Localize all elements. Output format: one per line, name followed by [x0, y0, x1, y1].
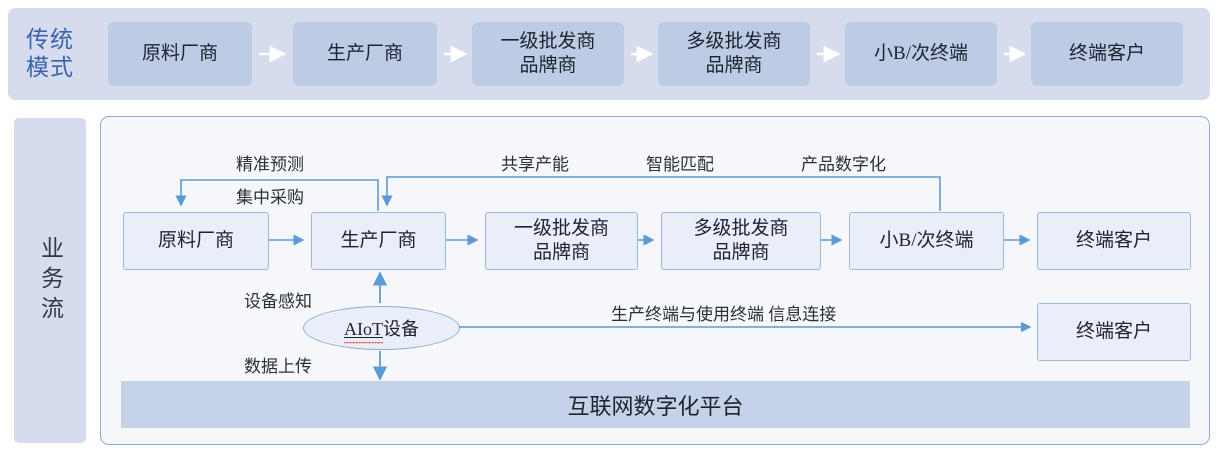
- edge-label-product-digitalization: 产品数字化: [801, 155, 886, 174]
- business-flow-label: 业务流: [14, 118, 86, 443]
- traditional-mode-label: 传统 模式: [14, 18, 86, 90]
- digital-platform-label: 互联网数字化平台: [567, 393, 744, 419]
- flow-node-end-customer-2[interactable]: 终端客户: [1037, 303, 1191, 361]
- digital-platform-bar[interactable]: 互联网数字化平台: [121, 381, 1190, 428]
- top-node-multi-wholesaler-line2: 品牌商: [705, 55, 763, 76]
- flow-node-end-customer-2-label: 终端客户: [1075, 321, 1152, 343]
- flow-node-small-b-label: 小B/次终端: [879, 230, 974, 252]
- edge-label-shared-capacity: 共享产能: [501, 155, 569, 174]
- flow-node-small-b[interactable]: 小B/次终端: [849, 212, 1004, 270]
- top-node-end-customer[interactable]: 终端客户: [1031, 22, 1183, 86]
- traditional-mode-label-line1: 传统: [26, 26, 74, 52]
- edge-label-device-sensing: 设备感知: [244, 292, 312, 311]
- edge-label-centralized-purchase: 集中采购: [236, 188, 304, 207]
- flow-node-primary-wholesaler-line1: 一级批发商: [513, 218, 609, 240]
- flow-node-multi-wholesaler[interactable]: 多级批发商 品牌商: [661, 212, 821, 270]
- top-node-raw[interactable]: 原料厂商: [108, 22, 252, 86]
- flow-node-primary-wholesaler-line2: 品牌商: [532, 242, 590, 263]
- top-node-multi-wholesaler-line1: 多级批发商: [686, 31, 782, 53]
- aiot-device-node[interactable]: AIoT设备: [303, 306, 460, 350]
- top-node-manufacturer-label: 生产厂商: [326, 43, 403, 65]
- top-node-primary-wholesaler[interactable]: 一级批发商 品牌商: [472, 22, 624, 86]
- flow-node-raw-label: 原料厂商: [157, 230, 234, 252]
- aiot-device-suffix: 设备: [383, 319, 419, 339]
- top-node-small-b-label: 小B/次终端: [874, 43, 968, 65]
- aiot-device-prefix: AIoT: [344, 319, 383, 339]
- top-node-manufacturer[interactable]: 生产厂商: [293, 22, 437, 86]
- flow-node-multi-wholesaler-line2: 品牌商: [712, 242, 770, 263]
- traditional-mode-label-line2: 模式: [26, 55, 74, 80]
- flow-node-multi-wholesaler-line1: 多级批发商: [693, 218, 789, 240]
- edge-label-terminal-connection: 生产终端与使用终端 信息连接: [611, 305, 837, 324]
- top-node-small-b[interactable]: 小B/次终端: [845, 22, 997, 86]
- top-node-multi-wholesaler[interactable]: 多级批发商 品牌商: [658, 22, 810, 86]
- flow-node-raw[interactable]: 原料厂商: [123, 212, 269, 270]
- edge-label-accurate-forecast: 精准预测: [236, 155, 304, 174]
- edge-label-data-upload: 数据上传: [244, 357, 312, 376]
- top-node-primary-wholesaler-line2: 品牌商: [519, 55, 577, 76]
- top-node-raw-label: 原料厂商: [141, 43, 218, 65]
- top-node-end-customer-label: 终端客户: [1068, 43, 1145, 65]
- flow-node-manufacturer[interactable]: 生产厂商: [311, 212, 446, 270]
- business-flow-label-text: 业务流: [37, 235, 63, 326]
- flow-node-end-customer[interactable]: 终端客户: [1037, 212, 1191, 270]
- flow-node-primary-wholesaler[interactable]: 一级批发商 品牌商: [485, 212, 638, 270]
- edge-label-smart-matching: 智能匹配: [646, 155, 714, 174]
- flow-node-end-customer-label: 终端客户: [1075, 230, 1152, 252]
- flow-node-manufacturer-label: 生产厂商: [340, 230, 417, 252]
- top-node-primary-wholesaler-line1: 一级批发商: [500, 31, 596, 53]
